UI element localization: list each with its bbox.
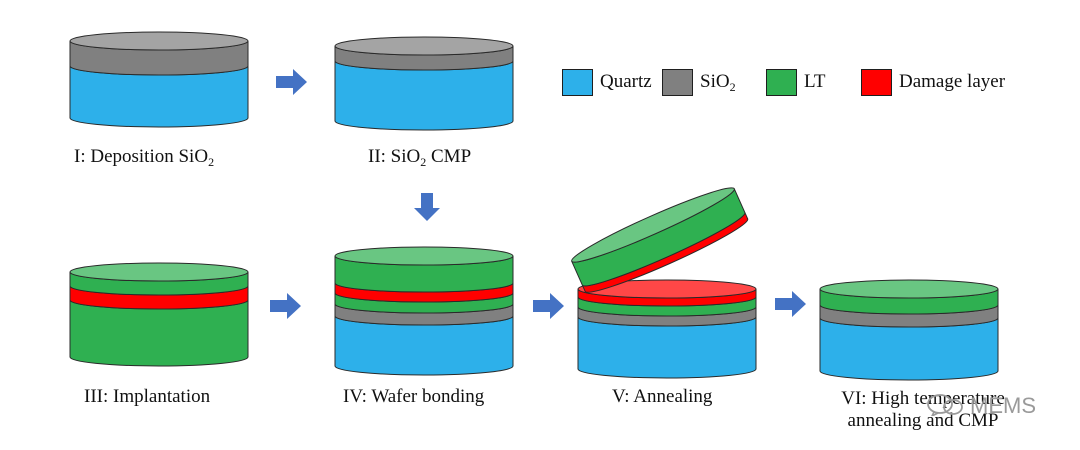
wafer-step-1 xyxy=(69,31,249,128)
caption-step-2: II: SiO2 CMP xyxy=(368,146,471,168)
caption-step-6: VI: High temperature annealing and CMP xyxy=(828,388,1018,432)
legend-swatch-quartz xyxy=(562,69,593,96)
caption-step-1-text: I: Deposition SiO xyxy=(74,146,209,167)
caption-step-6-line-1: VI: High temperature xyxy=(841,388,1005,409)
caption-step-2-subscript: 2 xyxy=(420,155,427,169)
wafer-step-3-layer-lt xyxy=(69,299,249,367)
wafer-step-2-layer-quartz xyxy=(334,60,514,131)
wafer-step-6 xyxy=(819,279,999,381)
wafer-step-4 xyxy=(334,246,514,376)
legend-label-sio2: SiO xyxy=(700,71,730,92)
wafer-step-1-top-face xyxy=(69,31,249,51)
legend-swatch-sio2 xyxy=(662,69,693,96)
wafer-step-5-lifted xyxy=(571,187,749,293)
arrow-right-2 xyxy=(270,293,301,319)
wafer-step-3-top-face xyxy=(69,262,249,282)
legend-swatch-damage xyxy=(861,69,892,96)
caption-step-3-text: III: Implantation xyxy=(84,386,211,407)
caption-step-6-line-2: annealing and CMP xyxy=(847,410,999,431)
wechat-bubbles-icon xyxy=(926,394,970,418)
arrow-right-3 xyxy=(533,293,564,319)
wafer-step-2 xyxy=(334,36,514,131)
arrow-down-1 xyxy=(414,193,440,221)
wafer-step-5-lifted-top-face xyxy=(571,187,735,263)
wafer-step-2-top-face xyxy=(334,36,514,56)
wafer-step-4-top-face xyxy=(334,246,514,266)
legend-label-lt: LT xyxy=(804,71,826,92)
caption-step-5: V: Annealing xyxy=(612,386,712,408)
caption-step-4-text: IV: Wafer bonding xyxy=(343,386,485,407)
caption-step-1: I: Deposition SiO2 xyxy=(74,146,214,168)
watermark: MEMS xyxy=(926,393,1036,419)
wafer-step-5-bottom xyxy=(577,279,757,379)
caption-step-5-text: V: Annealing xyxy=(612,386,713,407)
arrow-right-4 xyxy=(775,291,806,317)
caption-step-4: IV: Wafer bonding xyxy=(343,386,484,408)
watermark-text: MEMS xyxy=(970,393,1036,418)
legend-label-quartz: Quartz xyxy=(600,71,652,92)
legend-label-damage: Damage layer xyxy=(899,71,1006,92)
wafer-step-5-bottom-top-face xyxy=(577,279,757,299)
caption-step-2-text-after: CMP xyxy=(426,146,472,167)
wafer-step-3 xyxy=(69,262,249,367)
arrow-right-1 xyxy=(276,69,307,95)
legend-label-sio2-subscript: 2 xyxy=(729,80,736,94)
caption-step-2-text: II: SiO xyxy=(368,146,421,167)
caption-step-3: III: Implantation xyxy=(84,386,210,408)
caption-step-1-subscript: 2 xyxy=(208,155,215,169)
wafer-step-6-top-face xyxy=(819,279,999,299)
legend-swatch-lt xyxy=(766,69,797,96)
wafer-step-5-lifted-layer-lt xyxy=(571,188,746,287)
